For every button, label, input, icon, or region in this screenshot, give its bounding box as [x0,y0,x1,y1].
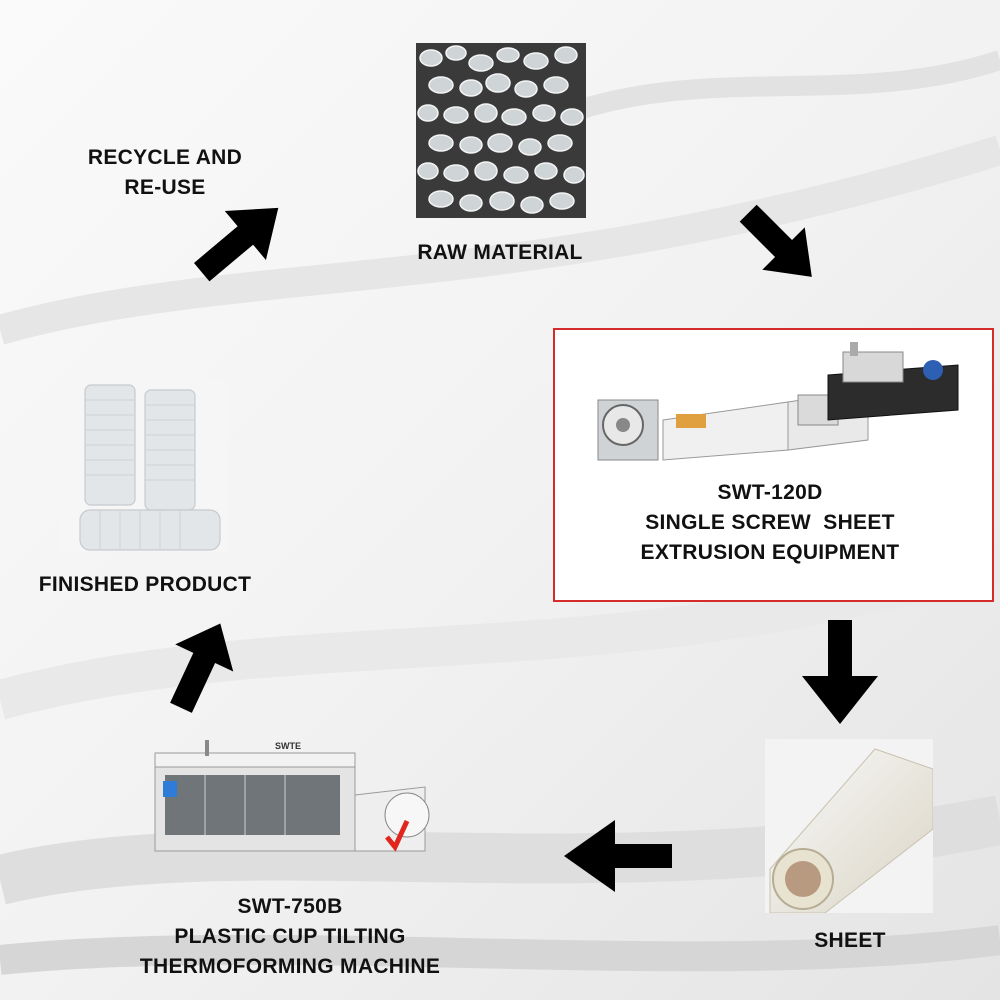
sheet-label: SHEET [814,929,886,952]
thermoforming-machine-image: SWTE [154,740,430,852]
thermoforming-model-label: SWT-750B [237,895,343,918]
arrow-raw-to-extrusion [739,204,812,277]
arrow-recycle-to-raw [193,207,279,282]
finished-product-label: FINISHED PRODUCT [38,573,252,596]
raw-material-label: RAW MATERIAL [417,241,583,264]
extrusion-name-line1: SINGLE SCREW SHEET [645,511,895,534]
sheet-roll-image [765,739,933,913]
extrusion-model-label: SWT-120D [717,481,823,504]
extrusion-line-machine-image [597,342,959,461]
arrow-thermoforming-to-product [170,623,234,713]
raw-material-pellets-image [416,43,586,218]
thermoforming-name-line2: THERMOFORMING MACHINE [139,955,441,978]
recycle-label-line1: RECYCLE AND [87,146,243,169]
arrow-sheet-to-thermoforming [564,820,672,892]
thermoforming-name-line1: PLASTIC CUP TILTING [174,925,406,948]
extrusion-name-line2: EXTRUSION EQUIPMENT [640,541,900,564]
machine-brand-logo: SWTE [275,741,301,751]
finished-product-cups-image [60,380,228,552]
arrow-extrusion-to-sheet [802,620,878,724]
recycle-label-line2: RE-USE [124,176,206,199]
